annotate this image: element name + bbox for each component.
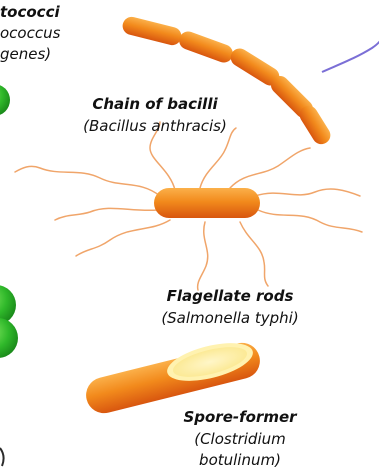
flagellum: [200, 128, 236, 188]
spore-former-name: Spore-former: [150, 408, 330, 427]
flagellate-rods-latin: (Salmonella typhi): [125, 309, 335, 328]
rod-cell: [154, 188, 260, 218]
flagellum: [240, 222, 268, 286]
coccus-cell: [0, 84, 10, 116]
streptococci-cocci: [0, 84, 18, 358]
flagellum: [258, 210, 362, 232]
bacillus-cell: [296, 102, 334, 147]
bacillus-cell: [177, 29, 236, 65]
spore-former: [82, 336, 263, 417]
spore-former-latin-line1: (Clostridium: [160, 430, 320, 449]
streptococci-name: tococci: [0, 3, 60, 22]
streptococci-latin-line2: genes): [0, 45, 51, 64]
chain-of-bacilli-latin: (Bacillus anthracis): [45, 117, 265, 136]
coccus-cell: [0, 318, 18, 358]
flagellum: [55, 208, 158, 220]
flagellum: [230, 148, 310, 188]
spirillum: [322, 38, 379, 72]
bacillus-cell: [121, 15, 184, 47]
streptococci-latin-line1: ococcus: [0, 24, 60, 43]
spore-former-latin-line2: botulinum): [160, 451, 320, 470]
flagellum: [255, 189, 360, 196]
chain-of-bacilli-name: Chain of bacilli: [60, 95, 250, 114]
flagellate-rods-name: Flagellate rods: [135, 287, 325, 306]
flagellum: [76, 220, 170, 256]
flagellum: [198, 222, 208, 290]
flagellum: [15, 166, 160, 196]
partial-outline: [0, 448, 4, 466]
